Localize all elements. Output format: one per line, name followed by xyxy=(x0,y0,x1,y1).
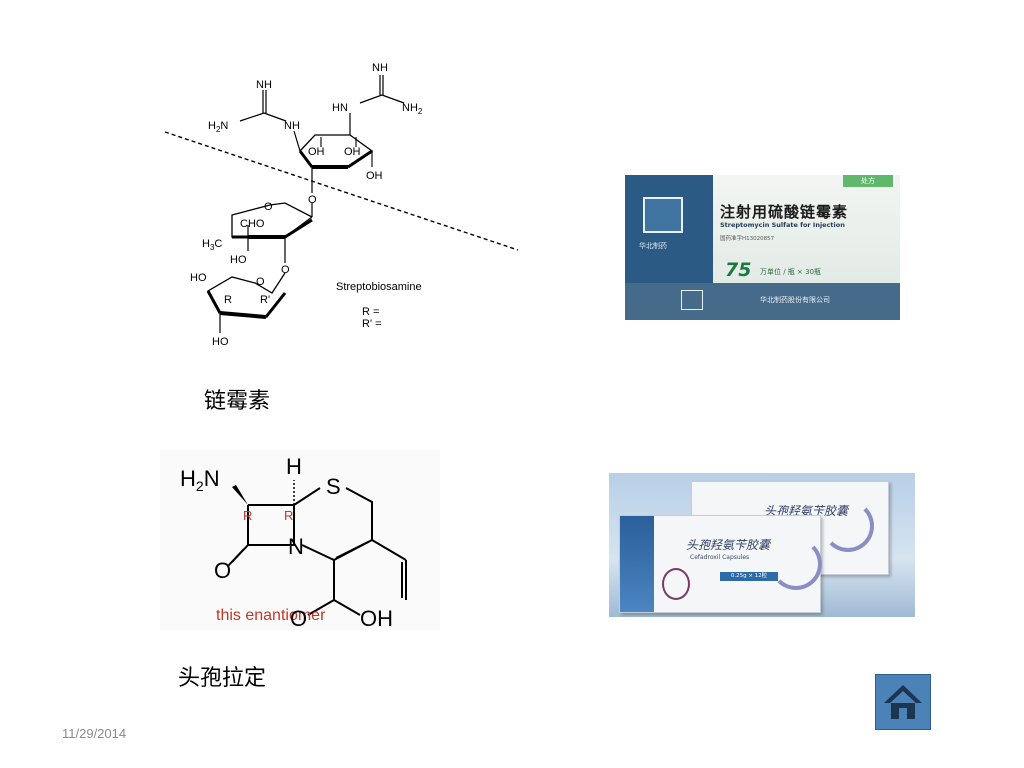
ho-label: HO xyxy=(230,254,247,266)
hydroxyl-label: OH xyxy=(360,606,393,630)
streptomycin-caption: 链霉素 xyxy=(204,389,271,414)
slide-date: 11/29/2014 xyxy=(62,726,127,741)
oh-label: OH xyxy=(344,146,361,158)
manufacturer-logo-icon xyxy=(643,197,683,233)
o-label: O xyxy=(264,201,273,213)
svg-text:H3C: H3C xyxy=(202,238,222,252)
nitrogen-label: N xyxy=(288,534,304,559)
o-label: O xyxy=(281,264,290,276)
dose-number: 75 xyxy=(725,259,752,281)
cefradine-caption: 头孢拉定 xyxy=(178,666,267,691)
svg-text:H2N: H2N xyxy=(180,466,220,494)
r-prime-label: R' xyxy=(260,294,270,306)
dose-text: 万单位 / 瓶 × 30瓶 xyxy=(760,268,822,276)
box-title: 注射用硫酸链霉素 xyxy=(720,203,849,221)
manufacturer-logo-icon xyxy=(681,290,703,310)
oh-label: OH xyxy=(366,170,383,182)
box-subtitle: Streptomycin Sulfate for Injection xyxy=(720,221,845,229)
sulfur-label: S xyxy=(326,474,341,499)
home-icon xyxy=(884,685,922,719)
home-button[interactable] xyxy=(875,674,931,730)
hydrogen-label: H xyxy=(286,454,302,479)
capsule-box-front: 头孢羟氨苄胶囊 Cefadroxil Capsules 0.25g × 12粒 xyxy=(619,515,822,613)
streptomycin-structure: NH NH H2N NH HN NH2 OH OH OH O O CHO H3C… xyxy=(164,62,519,348)
approval-number: 国药准字H13020857 xyxy=(720,236,775,242)
nh-label: NH xyxy=(372,62,388,74)
ho-label: HO xyxy=(190,272,207,284)
streptomycin-box-photo: 华北制药 处方 注射用硫酸链霉素 Streptomycin Sulfate fo… xyxy=(625,175,900,320)
oxygen-label: O xyxy=(290,606,307,630)
oh-label: OH xyxy=(308,146,325,158)
r-label: R xyxy=(224,294,232,306)
ho-label: HO xyxy=(212,336,229,348)
enantiomer-note: this enantiomer xyxy=(216,607,326,624)
nh-label: NH xyxy=(284,120,300,132)
box-name-english: Cefadroxil Capsules xyxy=(690,554,750,561)
fragment-name: Streptobiosamine xyxy=(336,281,422,293)
cefradine-structure: H2N H S R R N O this enantiomer O OH xyxy=(160,450,440,630)
rx-tag: 处方 xyxy=(843,175,893,187)
svg-text:H2N: H2N xyxy=(208,120,228,134)
cho-label: CHO xyxy=(240,218,265,230)
r-definition: R = xyxy=(362,306,379,318)
box-name-front: 头孢羟氨苄胶囊 xyxy=(686,538,771,552)
capsule-logo-icon xyxy=(662,568,690,600)
crescent-logo-icon xyxy=(770,538,822,590)
nh-label: NH xyxy=(256,79,272,91)
box-name-back: 头孢羟氨苄胶囊 xyxy=(764,504,849,518)
manufacturer-name: 华北制药股份有限公司 xyxy=(760,296,830,304)
stereo-r-label: R xyxy=(284,508,293,523)
crescent-logo-icon xyxy=(822,500,874,552)
svg-text:NH2: NH2 xyxy=(402,102,423,116)
oxygen-label: O xyxy=(214,558,231,583)
r-prime-definition: R' = xyxy=(362,318,382,330)
logo-text: 华北制药 xyxy=(639,242,667,250)
o-label: O xyxy=(256,276,265,288)
capsule-strength: 0.25g × 12粒 xyxy=(720,572,778,581)
o-label: O xyxy=(308,194,317,206)
cefradine-box-photo: 头孢羟氨苄胶囊 头孢羟氨苄胶囊 Cefadroxil Capsules 0.25… xyxy=(609,473,915,617)
stereo-r-label: R xyxy=(243,508,252,523)
hn-label: HN xyxy=(332,102,348,114)
